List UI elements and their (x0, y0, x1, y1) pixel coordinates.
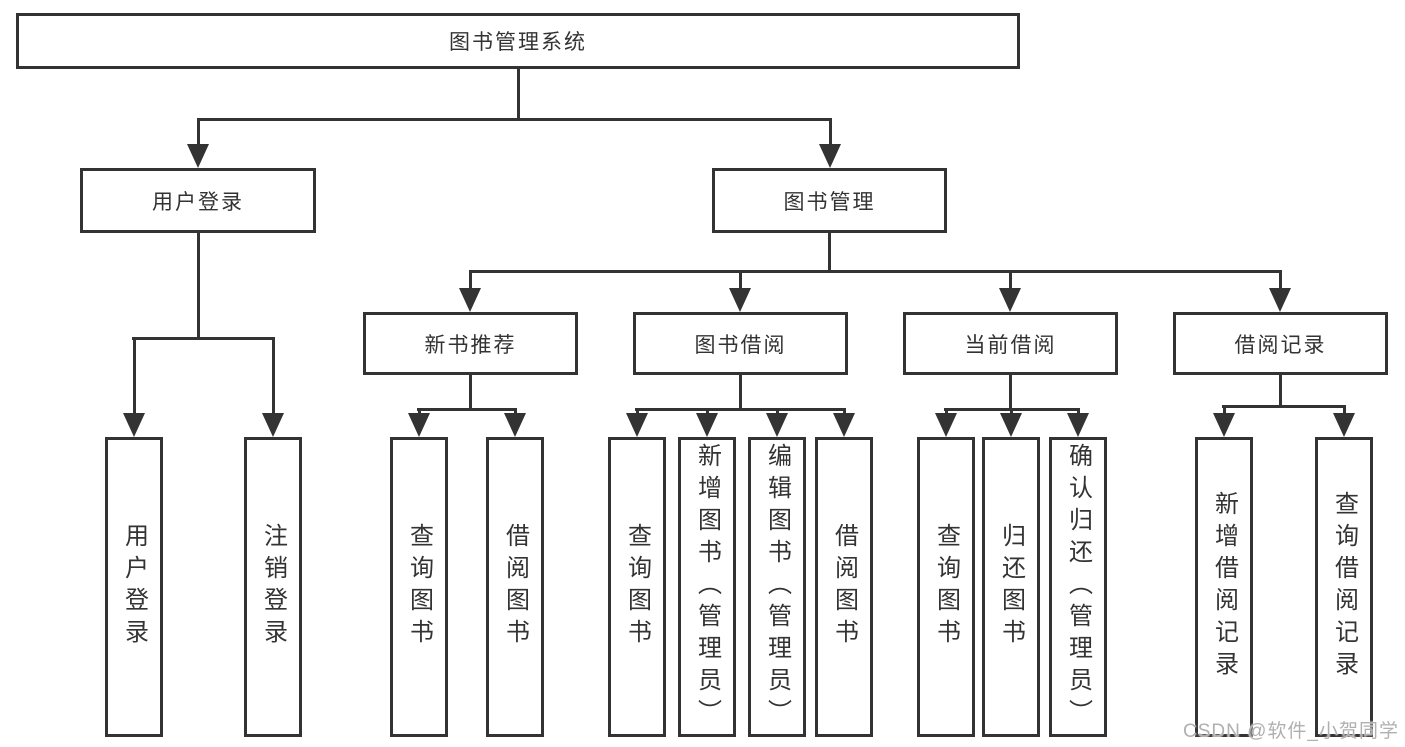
leaf-query-borrow-record-label: 查询借阅记录 (1330, 491, 1358, 683)
leaf-add-book-admin-label: 新增图书（管理员） (693, 443, 721, 731)
connector-bookmgmt-drop-2 (739, 270, 742, 290)
leaf-add-borrow-record: 新增借阅记录 (1195, 437, 1253, 737)
leaf-query-book-current: 查询图书 (917, 437, 975, 737)
leaf-borrow-book-recommend-label: 借阅图书 (501, 523, 529, 651)
connector-arrowhead (1067, 413, 1089, 437)
connector-records-hbar (1222, 405, 1346, 408)
node-borrow-records-label: 借阅记录 (1234, 333, 1327, 357)
connector-bookmgmt-drop-3 (1009, 270, 1012, 290)
connector-newbook-hbar (417, 408, 517, 411)
leaf-borrow-book-recommend: 借阅图书 (486, 437, 544, 737)
connector-bookmgmt-vline (828, 233, 831, 270)
leaf-return-book-label: 归还图书 (997, 523, 1025, 651)
connector-arrowhead (1213, 413, 1235, 437)
connector-borrow-drop-3 (776, 408, 779, 416)
connector-records-drop-2 (1343, 405, 1346, 415)
connector-arrowhead (408, 413, 430, 437)
node-root: 图书管理系统 (16, 13, 1020, 69)
connector-arrowhead (123, 413, 145, 437)
connector-userlogin-drop-2 (272, 337, 275, 417)
connector-arrowhead (187, 144, 209, 168)
leaf-add-borrow-record-label: 新增借阅记录 (1210, 491, 1238, 683)
node-book-management-label: 图书管理 (783, 190, 876, 214)
connector-records-drop-1 (1223, 405, 1226, 415)
leaf-logout: 注销登录 (244, 437, 302, 737)
connector-userlogin-hbar (132, 337, 275, 340)
connector-userlogin-drop-1 (133, 337, 136, 417)
connector-arrowhead (729, 288, 751, 312)
connector-bookmgmt-drop-1 (469, 270, 472, 290)
connector-borrow-hbar (635, 408, 845, 411)
connector-newbook-vline (469, 375, 472, 408)
leaf-confirm-return-admin: 确认归还（管理员） (1049, 437, 1107, 737)
connector-arrowhead (935, 413, 957, 437)
node-user-login: 用户登录 (80, 168, 316, 233)
node-user-login-label: 用户登录 (152, 190, 244, 214)
node-borrow-records: 借阅记录 (1173, 312, 1388, 375)
connector-arrowhead (262, 413, 284, 437)
leaf-user-login-label: 用户登录 (120, 523, 148, 651)
connector-bookmgmt-hbar (469, 270, 1282, 273)
leaf-query-book-recommend-label: 查询图书 (405, 523, 433, 651)
node-book-borrow: 图书借阅 (633, 312, 848, 375)
leaf-return-book: 归还图书 (982, 437, 1040, 737)
leaf-query-book-borrow-label: 查询图书 (623, 523, 651, 651)
connector-arrowhead (1333, 413, 1355, 437)
leaf-edit-book-admin: 编辑图书（管理员） (748, 437, 806, 737)
connector-borrow-drop-2 (706, 408, 709, 416)
connector-root-drop-left (197, 118, 200, 146)
leaf-borrow-book: 借阅图书 (815, 437, 873, 737)
leaf-confirm-return-admin-label: 确认归还（管理员） (1064, 443, 1092, 731)
leaf-borrow-book-label: 借阅图书 (830, 523, 858, 651)
leaf-query-book-recommend: 查询图书 (390, 437, 448, 737)
connector-current-drop-2 (1010, 408, 1013, 416)
connector-arrowhead (999, 288, 1021, 312)
connector-arrowhead (696, 413, 718, 437)
connector-records-vline (1279, 375, 1282, 405)
connector-bookmgmt-drop-4 (1279, 270, 1282, 290)
node-root-label: 图书管理系统 (449, 31, 587, 54)
connector-arrowhead (819, 144, 841, 168)
connector-userlogin-vline (197, 233, 200, 337)
connector-newbook-drop-1 (418, 408, 421, 416)
leaf-edit-book-admin-label: 编辑图书（管理员） (763, 443, 791, 731)
node-book-management: 图书管理 (712, 168, 947, 233)
connector-arrowhead (626, 413, 648, 437)
connector-root-drop-right (829, 118, 832, 146)
leaf-logout-label: 注销登录 (259, 523, 287, 651)
leaf-add-book-admin: 新增图书（管理员） (678, 437, 736, 737)
node-new-book-recommend-label: 新书推荐 (424, 333, 517, 357)
node-current-borrow: 当前借阅 (903, 312, 1118, 375)
connector-arrowhead (459, 288, 481, 312)
connector-arrowhead (1000, 413, 1022, 437)
connector-current-drop-1 (945, 408, 948, 416)
connector-borrow-drop-4 (843, 408, 846, 416)
watermark: CSDN @软件_小贺同学 (1183, 721, 1399, 742)
connector-current-vline (1009, 375, 1012, 408)
leaf-query-book-borrow: 查询图书 (608, 437, 666, 737)
leaf-query-borrow-record: 查询借阅记录 (1315, 437, 1373, 737)
connector-newbook-drop-2 (514, 408, 517, 416)
connector-current-drop-3 (1077, 408, 1080, 416)
connector-root-hbar (197, 118, 831, 121)
node-current-borrow-label: 当前借阅 (964, 333, 1057, 357)
connector-borrow-vline (739, 375, 742, 408)
leaf-query-book-current-label: 查询图书 (932, 523, 960, 651)
connector-root-vline (517, 69, 520, 118)
connector-arrowhead (1269, 288, 1291, 312)
node-new-book-recommend: 新书推荐 (363, 312, 578, 375)
connector-arrowhead (833, 413, 855, 437)
connector-arrowhead (766, 413, 788, 437)
connector-borrow-drop-1 (636, 408, 639, 416)
leaf-user-login: 用户登录 (105, 437, 163, 737)
connector-arrowhead (504, 413, 526, 437)
node-book-borrow-label: 图书借阅 (694, 333, 787, 357)
